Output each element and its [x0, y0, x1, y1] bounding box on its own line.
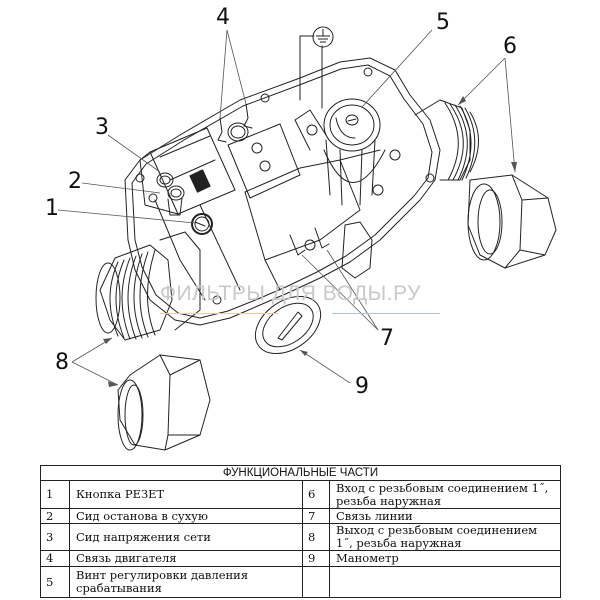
leader-6a	[457, 57, 506, 106]
functional-parts-table: ФУНКЦИОНАЛЬНЫЕ ЧАСТИ 1 Кнопка РЕЗЕТ 6 Вх…	[40, 465, 561, 598]
ground-icon	[312, 26, 334, 48]
table-row: 2 Сид останова в сухую 7 Связь линии	[40, 508, 561, 524]
inlet-nut	[467, 174, 557, 269]
outlet-nut	[117, 354, 211, 451]
watermark-underline-left	[160, 313, 278, 314]
part-number: 9	[302, 550, 330, 567]
part-name: Сид напряжения сети	[69, 523, 303, 551]
part-number: 8	[302, 523, 330, 551]
manometer	[254, 295, 322, 355]
part-number: 5	[40, 566, 70, 598]
motor-terminals	[217, 103, 301, 199]
part-number: 3	[40, 523, 70, 551]
leader-arrowheads	[103, 96, 517, 387]
callout-8: 8	[55, 350, 69, 375]
leader-2	[81, 182, 161, 194]
callout-6: 6	[503, 34, 517, 59]
leader-4b	[226, 29, 247, 105]
watermark-text: ФИЛЬТРЫ ДЛЯ ВОДЫ.РУ	[160, 282, 421, 305]
part-number: 4	[40, 550, 70, 567]
table-row: 4 Связь двигателя 9 Манометр	[40, 550, 561, 567]
line-terminals	[289, 221, 373, 279]
leader-1	[57, 209, 196, 224]
part-name: Вход с резьбовым соединением 1˝, резьба …	[329, 480, 561, 509]
table-title: ФУНКЦИОНАЛЬНЫЕ ЧАСТИ	[40, 465, 561, 481]
part-name: Сид останова в сухую	[69, 508, 303, 524]
leader-7a	[301, 254, 379, 331]
part-name: Связь двигателя	[69, 550, 303, 567]
adjustment-dial	[294, 98, 401, 206]
reset-button	[191, 213, 213, 235]
inlet-thread	[414, 99, 479, 181]
leader-3	[107, 134, 161, 173]
callout-3: 3	[95, 115, 109, 140]
part-name: Винт регулировки давления срабатывания	[69, 566, 303, 598]
leader-7b	[326, 249, 379, 331]
leader-9	[299, 349, 351, 384]
table-row: 1 Кнопка РЕЗЕТ 6 Вход с резьбовым соедин…	[40, 480, 561, 509]
leader-4a	[219, 29, 228, 119]
watermark-underline-right	[332, 313, 440, 314]
callout-5: 5	[436, 10, 450, 35]
ground-wires	[299, 35, 323, 109]
part-number: 6	[302, 480, 330, 509]
part-number: 2	[40, 508, 70, 524]
part-name: Выход с резьбовым соединением 1˝, резьба…	[329, 523, 561, 551]
callout-7: 7	[380, 326, 394, 351]
pressure-controller-drawing	[57, 26, 557, 451]
leader-8b	[71, 361, 119, 386]
part-name	[329, 566, 561, 598]
callout-1: 1	[45, 196, 59, 221]
leader-lines	[57, 29, 516, 386]
part-number	[302, 566, 330, 598]
leader-5	[361, 29, 433, 108]
leader-6b	[504, 57, 516, 173]
label-plate	[139, 127, 236, 215]
callout-2: 2	[68, 169, 82, 194]
callout-9: 9	[355, 374, 369, 399]
led-indicators	[148, 172, 185, 216]
table-row: 5 Винт регулировки давления срабатывания	[40, 566, 561, 598]
table-row: 3 Сид напряжения сети 8 Выход с резьбовы…	[40, 523, 561, 551]
part-number: 7	[302, 508, 330, 524]
callout-4: 4	[216, 5, 230, 30]
outlet-thread	[95, 231, 201, 341]
part-name: Кнопка РЕЗЕТ	[69, 480, 303, 509]
part-number: 1	[40, 480, 70, 509]
part-name: Манометр	[329, 550, 561, 567]
part-name: Связь линии	[329, 508, 561, 524]
